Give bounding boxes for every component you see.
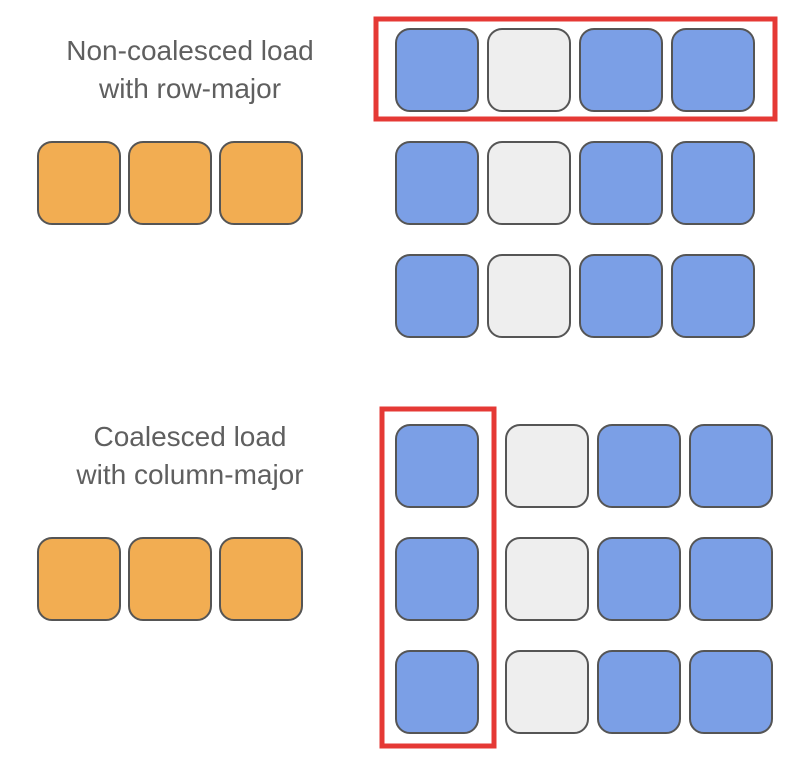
non-coalesced-matrix-cell: [395, 28, 479, 112]
coalesced-matrix-cell: [505, 424, 589, 508]
non-coalesced-matrix-cell: [579, 254, 663, 338]
coalesced-matrix-cell: [689, 650, 773, 734]
non-coalesced-matrix-cell: [487, 141, 571, 225]
coalesced-vector-cell: [219, 537, 303, 621]
non-coalesced-caption-line2: with row-major: [98, 73, 282, 104]
non-coalesced-vector-cell: [219, 141, 303, 225]
non-coalesced-matrix-cell: [671, 141, 755, 225]
coalesced-matrix-cell: [597, 424, 681, 508]
coalesced-matrix-cell: [395, 650, 479, 734]
coalesced-caption-line2: with column-major: [76, 459, 304, 490]
non-coalesced-vector-cell: [128, 141, 212, 225]
coalesced-matrix-cell: [689, 424, 773, 508]
non-coalesced-matrix-cell: [671, 254, 755, 338]
coalesced-vector-cell: [37, 537, 121, 621]
coalesced-matrix-cell: [689, 537, 773, 621]
non-coalesced-matrix-cell: [671, 28, 755, 112]
coalesced-vector-cell: [128, 537, 212, 621]
non-coalesced-matrix-cell: [487, 28, 571, 112]
coalesced-matrix-cell: [505, 537, 589, 621]
non-coalesced-matrix-cell: [579, 141, 663, 225]
non-coalesced-row-highlight: [373, 16, 778, 122]
coalesced-matrix-cell: [395, 537, 479, 621]
coalesced-caption: Coalesced load with column-major: [20, 418, 360, 494]
non-coalesced-vector-cell: [37, 141, 121, 225]
non-coalesced-caption: Non-coalesced load with row-major: [20, 32, 360, 108]
coalesced-matrix-cell: [505, 650, 589, 734]
coalesced-matrix-cell: [395, 424, 479, 508]
non-coalesced-matrix-cell: [395, 141, 479, 225]
coalesced-caption-line1: Coalesced load: [93, 421, 287, 452]
coalesced-column-highlight: [379, 406, 497, 749]
non-coalesced-matrix-cell: [487, 254, 571, 338]
non-coalesced-matrix-cell: [579, 28, 663, 112]
coalesced-matrix-cell: [597, 537, 681, 621]
non-coalesced-matrix-cell: [395, 254, 479, 338]
coalesced-matrix-cell: [597, 650, 681, 734]
non-coalesced-caption-line1: Non-coalesced load: [66, 35, 314, 66]
